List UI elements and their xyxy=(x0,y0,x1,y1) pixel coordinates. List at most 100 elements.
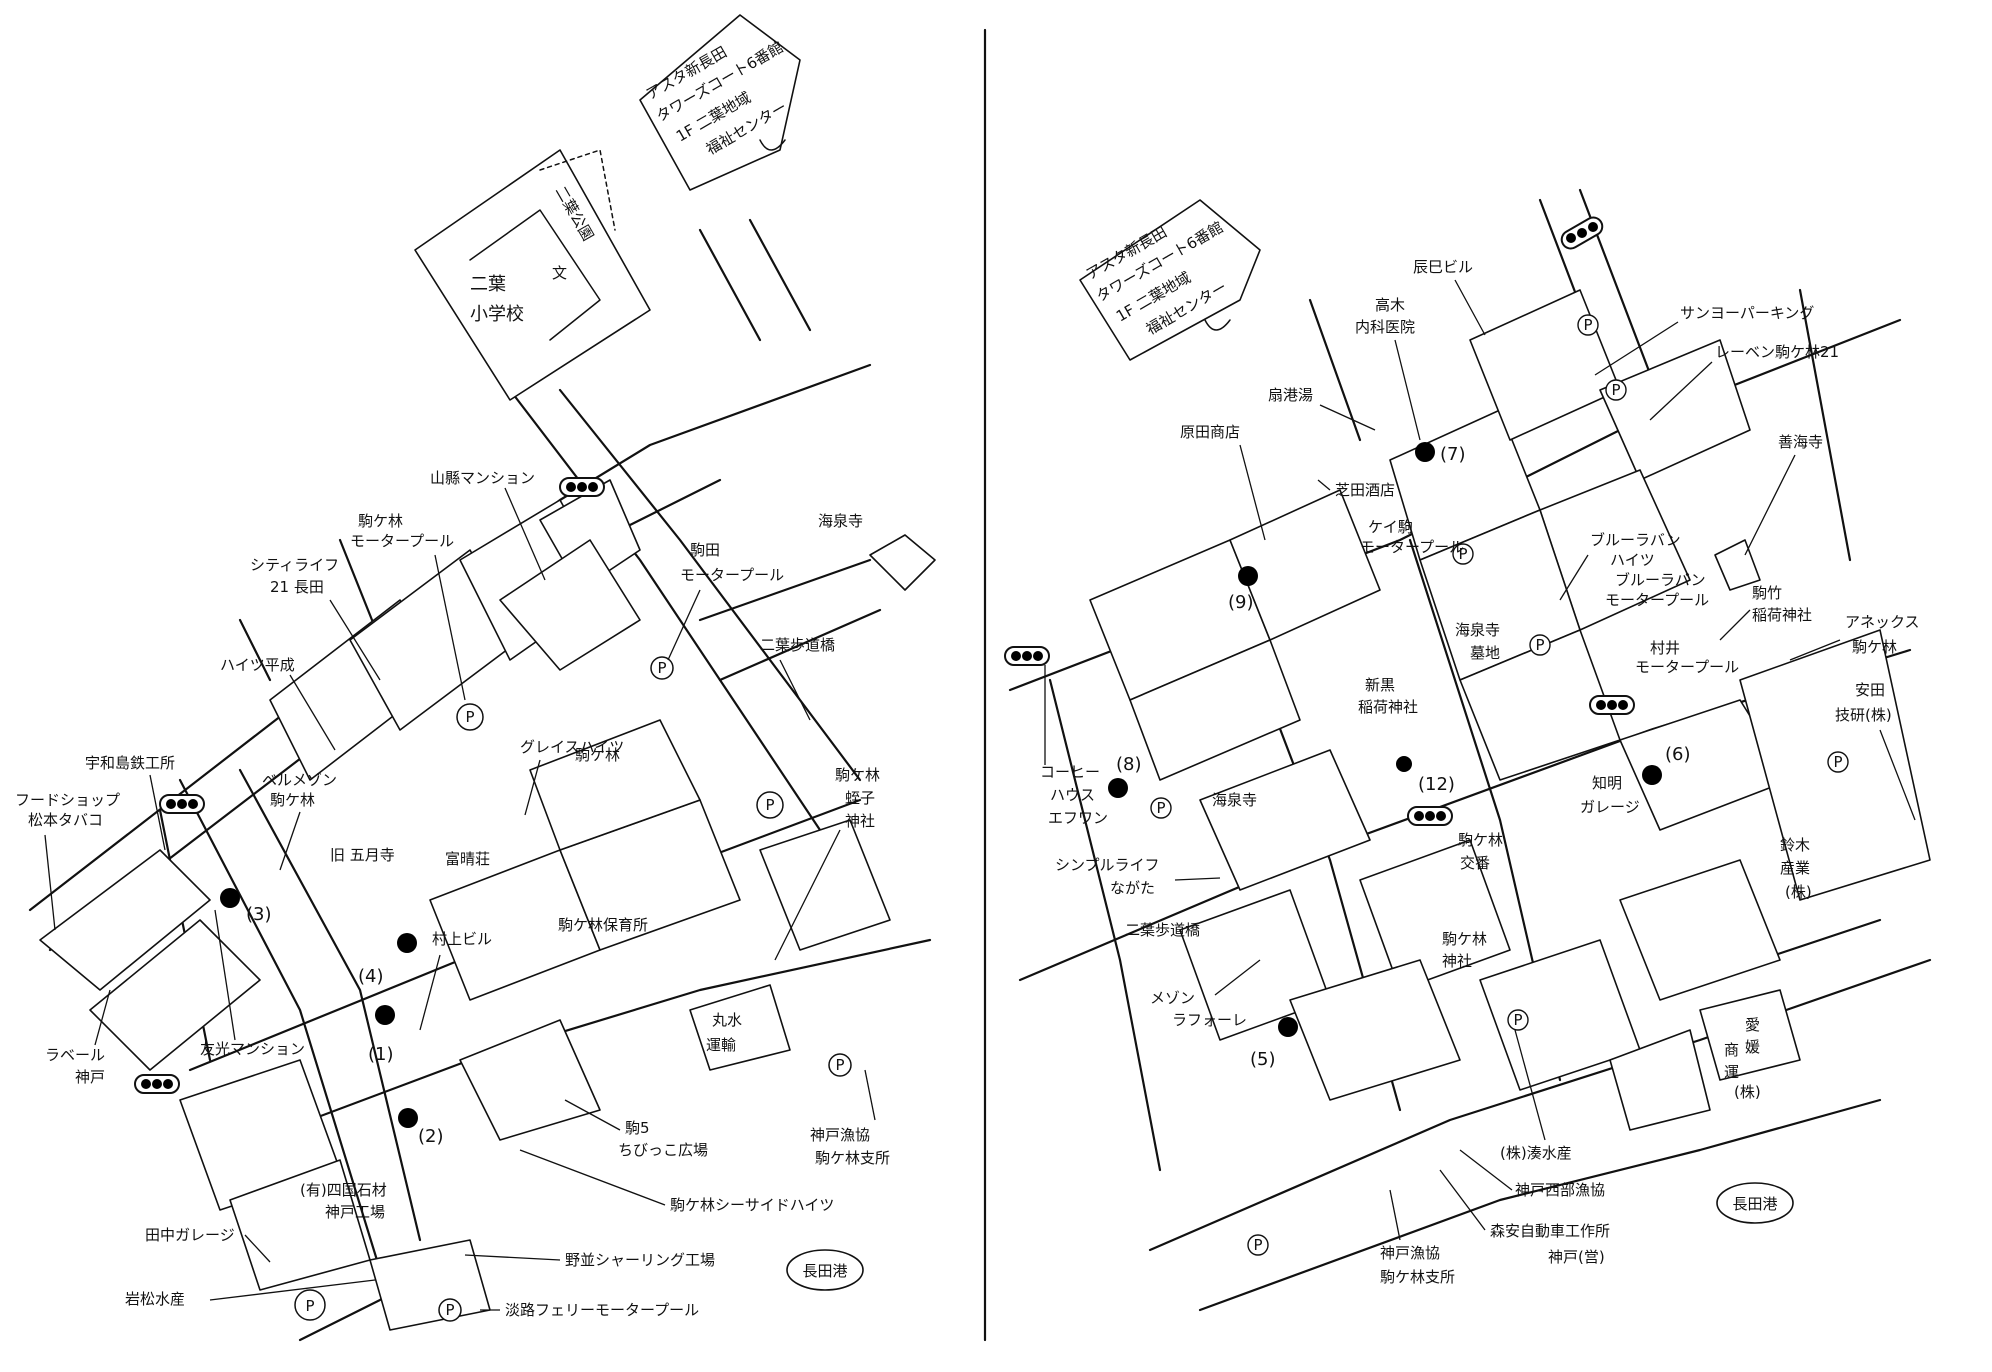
label-yasuda: 安田 xyxy=(1855,681,1885,699)
port-road xyxy=(228,938,932,1152)
label-maru-mizu: 運輸 xyxy=(706,1036,736,1054)
block xyxy=(1619,859,1781,1001)
block xyxy=(369,1239,491,1331)
survey-point-7 xyxy=(1415,442,1435,462)
label-minato-suisan: (株)湊水産 xyxy=(1500,1144,1572,1162)
block xyxy=(1129,639,1301,781)
label-harada: 原田商店 xyxy=(1180,423,1240,441)
school-label: 二葉 xyxy=(470,274,506,295)
label-bellmaison: ベルメゾン xyxy=(262,771,337,789)
svg-text:P: P xyxy=(1458,545,1467,563)
leader-line xyxy=(1719,609,1751,641)
label-foodshop: フードショップ xyxy=(15,791,120,809)
label-zenkaiji: 善海寺 xyxy=(1778,433,1823,451)
survey-point-12 xyxy=(1396,756,1412,772)
leader-line xyxy=(1439,1169,1486,1231)
label-senko: 扇港湯 xyxy=(1268,386,1313,404)
label-tanaka: 田中ガレージ xyxy=(145,1226,235,1244)
label-nose: 野並シャーリング工場 xyxy=(565,1251,715,1269)
diagonal-avenue-east xyxy=(238,768,422,1242)
asta-center-box xyxy=(639,14,801,191)
block xyxy=(459,1019,601,1141)
label-kaisenji-grave: 墓地 xyxy=(1470,644,1500,662)
label-keikoma: モータープール xyxy=(1360,538,1464,556)
point-label: (3) xyxy=(246,904,272,925)
survey-point-6 xyxy=(1642,765,1662,785)
point-label: (7) xyxy=(1440,444,1466,465)
point-label: (4) xyxy=(358,966,384,987)
leader-line xyxy=(1789,639,1841,661)
leader-line xyxy=(1319,404,1376,431)
avenue-from-north xyxy=(508,388,822,832)
leader-line xyxy=(564,1099,621,1131)
street-east xyxy=(698,558,872,622)
svg-text:P: P xyxy=(1156,799,1165,817)
survey-point-8 xyxy=(1108,778,1128,798)
label-maison: メゾン xyxy=(1150,989,1195,1007)
leader-line xyxy=(1454,279,1486,336)
label-blue-motor: ブルーラバン xyxy=(1615,571,1706,589)
label-komagabayashi-jinja: 駒ケ林 xyxy=(1442,930,1487,948)
parking-icon: P xyxy=(650,656,674,680)
leader-line xyxy=(1389,1189,1401,1241)
port-marker xyxy=(786,1249,864,1291)
label-yuko: 友光マンション xyxy=(200,1040,305,1058)
label-grace: 駒ケ林 xyxy=(575,746,620,764)
traffic-light-icon xyxy=(1589,695,1635,715)
label-komatake: 駒竹 xyxy=(1752,584,1782,602)
parking-icon: P xyxy=(1452,543,1474,565)
traffic-light-icon xyxy=(1560,216,1604,250)
label-blue-motor: モータープール xyxy=(1605,591,1709,609)
school-label: 小学校 xyxy=(470,304,524,325)
point-label: (12) xyxy=(1418,774,1455,795)
leader-line xyxy=(864,1069,876,1121)
point-label: (8) xyxy=(1116,754,1142,775)
label-ebisu: 神社 xyxy=(845,812,875,830)
label-hoikusho: 駒ケ林保育所 xyxy=(558,916,648,934)
label-moriyasu: 森安自動車工作所 xyxy=(1490,1222,1610,1240)
leader-line xyxy=(209,1279,376,1301)
svg-text:P: P xyxy=(765,796,774,814)
svg-text:P: P xyxy=(1513,1011,1522,1029)
label-koma5: ちびっこ広場 xyxy=(618,1141,708,1159)
parking-icon: P xyxy=(438,1298,462,1322)
label-moriyasu: 神戸(営) xyxy=(1548,1248,1605,1266)
block xyxy=(529,719,701,851)
label-sanyo: サンヨーパーキング xyxy=(1680,304,1814,322)
point-label: (5) xyxy=(1250,1049,1276,1070)
leader-line xyxy=(1649,361,1713,421)
parking-icon: P xyxy=(756,791,784,819)
label-coffee: ハウス xyxy=(1050,786,1095,804)
traffic-light-icon xyxy=(134,1074,180,1094)
traffic-light-icon xyxy=(1407,806,1453,826)
label-koban: 駒ケ林 xyxy=(1458,831,1503,849)
label-murai: モータープール xyxy=(1635,658,1739,676)
asta-center-box xyxy=(1079,199,1261,361)
leader-line xyxy=(1514,1029,1546,1141)
label-shinkuro: 稲荷神社 xyxy=(1358,698,1418,716)
label-aiyo: 運 xyxy=(1724,1063,1739,1081)
leader-line xyxy=(1394,339,1421,441)
label-chimei: ガレージ xyxy=(1580,798,1640,816)
label-takagi: 内科医院 xyxy=(1355,318,1415,336)
label-murai: 村井 xyxy=(1650,639,1680,657)
leader-line xyxy=(524,759,541,816)
asta-center-entrance xyxy=(1204,319,1231,331)
label-maru-mizu: 丸水 xyxy=(712,1011,742,1029)
label-kaisenji-grave: 海泉寺 xyxy=(1455,621,1500,639)
street-north-3 xyxy=(1308,298,1362,442)
svg-text:P: P xyxy=(445,1301,454,1319)
label-murakami: 村上ビル xyxy=(432,930,492,948)
label-yasuda: 技研(株) xyxy=(1835,706,1892,724)
block xyxy=(89,919,261,1071)
label-futaba-bridge: 二葉歩道橋 xyxy=(760,636,835,654)
label-aiyo: 愛 xyxy=(1745,1016,1760,1034)
asta-center-entrance xyxy=(759,139,786,151)
aiyo-building xyxy=(1699,989,1801,1081)
survey-point-1 xyxy=(375,1005,395,1025)
svg-text:P: P xyxy=(1611,381,1620,399)
right-map: P P P P P P P P xyxy=(1004,188,1932,1312)
kaisenji-temple xyxy=(869,534,936,591)
label-kaisenji: 海泉寺 xyxy=(818,512,863,530)
parking-icon: P xyxy=(294,1289,326,1321)
